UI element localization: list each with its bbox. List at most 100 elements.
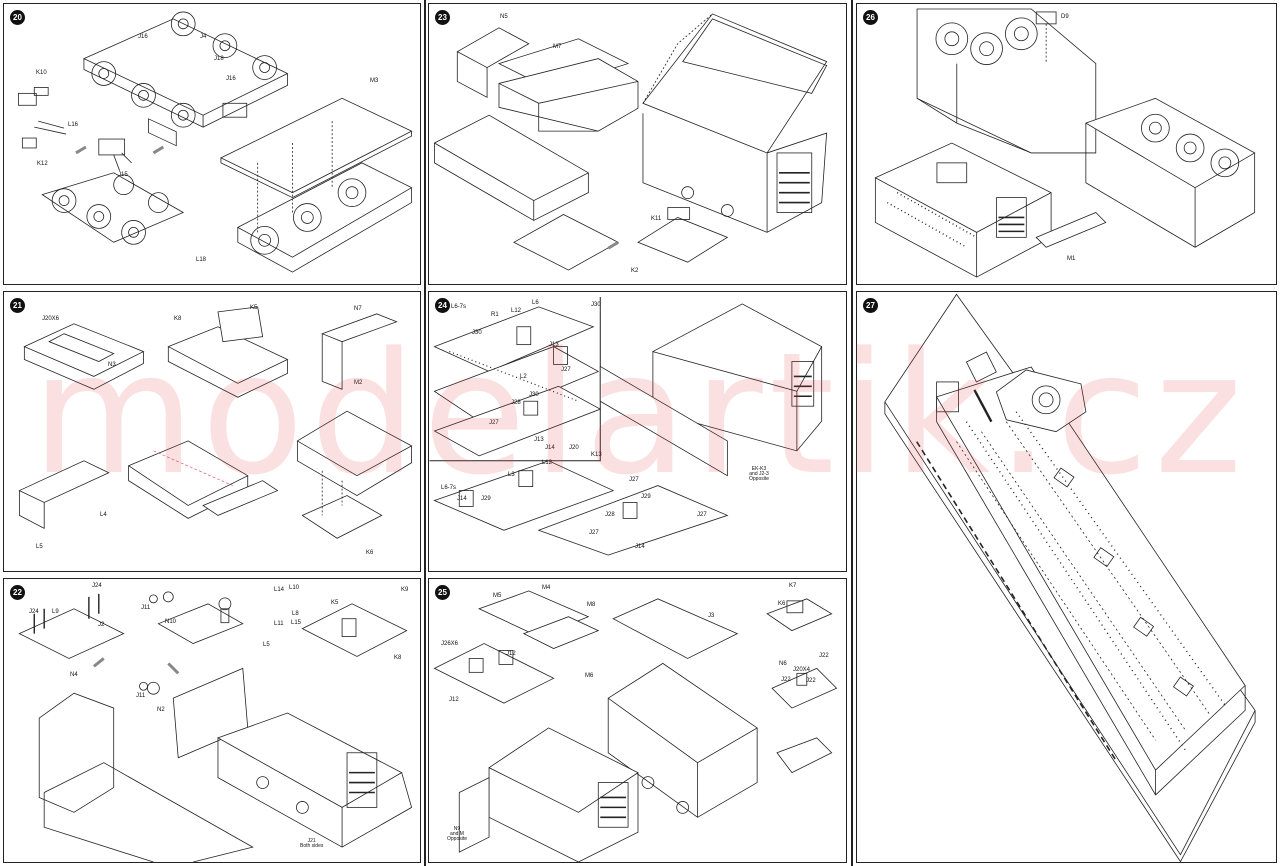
part-label: K13 bbox=[591, 452, 602, 458]
assembly-drawing bbox=[17, 11, 413, 273]
part-label: M6 bbox=[585, 673, 594, 679]
part-label: M1 bbox=[1067, 256, 1076, 262]
part-label: L12 bbox=[542, 460, 553, 466]
part-label: L5 bbox=[36, 544, 43, 550]
part-label: M2 bbox=[354, 380, 363, 386]
part-label: J30 bbox=[591, 302, 601, 308]
column-divider-left bbox=[424, 0, 426, 866]
part-label: J2 bbox=[98, 622, 105, 628]
assembly-callout: N9 and M Opposite bbox=[447, 826, 468, 842]
part-label: J4 bbox=[200, 34, 207, 40]
part-label: L10 bbox=[289, 585, 300, 591]
part-label: J30 bbox=[529, 392, 539, 398]
part-label: J14 bbox=[635, 544, 645, 550]
part-label: J11 bbox=[136, 693, 146, 699]
part-label: J14 bbox=[457, 496, 467, 502]
part-label: L15 bbox=[291, 620, 302, 626]
part-label: K6 bbox=[778, 601, 786, 607]
part-label: J3 bbox=[708, 613, 715, 619]
step-number-badge: 22 bbox=[10, 585, 25, 600]
part-label: K5 bbox=[331, 600, 339, 606]
part-label: L16 bbox=[68, 122, 79, 128]
part-label: N10 bbox=[165, 619, 177, 625]
part-label: K9 bbox=[401, 587, 409, 593]
step-number-badge: 25 bbox=[435, 585, 450, 600]
assembly-callout: J21 Both sides bbox=[300, 838, 324, 849]
part-label: K2 bbox=[631, 268, 639, 274]
part-label: J26X6 bbox=[441, 641, 459, 647]
part-label: M4 bbox=[542, 585, 551, 591]
part-label: K11 bbox=[651, 216, 662, 222]
part-label: J30 bbox=[472, 330, 482, 336]
part-label: J16 bbox=[138, 34, 148, 40]
part-label: J16 bbox=[226, 76, 236, 82]
part-label: J27 bbox=[589, 530, 599, 536]
part-label: K10 bbox=[36, 70, 47, 76]
part-label: D9 bbox=[1061, 14, 1069, 20]
part-label: J18 bbox=[214, 56, 224, 62]
step-panel-21: 21 J20X6 K8 K5 N7 N3 M2 L4 L5 K6 bbox=[3, 291, 421, 572]
assembly-drawing bbox=[18, 591, 413, 862]
part-label: N2 bbox=[157, 707, 165, 713]
part-label: J27 bbox=[489, 420, 499, 426]
part-label: K7 bbox=[789, 583, 797, 589]
part-label: J13 bbox=[534, 437, 544, 443]
assembly-drawing bbox=[884, 293, 1256, 862]
part-label: K8 bbox=[174, 316, 182, 322]
part-label: J27 bbox=[697, 512, 707, 518]
step-number-badge: 21 bbox=[10, 298, 25, 313]
part-label: N3 bbox=[108, 362, 116, 368]
step-panel-22: 22 J24 J24 L9 J2 N4 J11 N10 L14 L10 L11 … bbox=[3, 578, 421, 863]
part-label: L3 bbox=[508, 472, 515, 478]
assembly-drawing bbox=[874, 8, 1256, 278]
assembly-drawing bbox=[429, 296, 823, 556]
part-label: K6 bbox=[366, 550, 374, 556]
part-label: J28 bbox=[605, 512, 615, 518]
part-label: J24 bbox=[29, 609, 39, 615]
column-divider-right bbox=[851, 0, 853, 866]
part-label: J27 bbox=[629, 477, 639, 483]
step-panel-25: 25 M5 M4 M8 J26X6 J12 J12 M6 J3 K7 K6 N6… bbox=[428, 578, 847, 863]
part-label: N4 bbox=[70, 672, 78, 678]
part-label: J22 bbox=[806, 678, 816, 684]
part-label: M5 bbox=[493, 593, 502, 599]
part-label: J22 bbox=[819, 653, 829, 659]
part-label: J20X4 bbox=[793, 667, 811, 673]
assembly-drawing bbox=[433, 590, 838, 862]
part-label: M7 bbox=[553, 44, 562, 50]
part-label: J29 bbox=[641, 494, 651, 500]
step-panel-24: 24 L6-7s R1 L12 L6 J30 J30 J13 L2 J27 J2… bbox=[428, 291, 847, 572]
part-label: L9 bbox=[52, 609, 59, 615]
part-label: R1 bbox=[491, 312, 499, 318]
step-number-badge: 26 bbox=[863, 10, 878, 25]
part-label: L11 bbox=[274, 621, 284, 627]
part-label: N6 bbox=[779, 661, 787, 667]
part-label: M8 bbox=[587, 602, 596, 608]
part-label: J28 bbox=[511, 400, 521, 406]
part-label: N5 bbox=[500, 14, 508, 20]
part-label: K12 bbox=[37, 161, 48, 167]
part-label: L4 bbox=[100, 512, 107, 518]
part-label: J20 bbox=[569, 445, 579, 451]
part-label: N7 bbox=[354, 306, 362, 312]
part-label: L12 bbox=[511, 308, 522, 314]
part-label: J14 bbox=[545, 445, 555, 451]
step-number-badge: 23 bbox=[435, 10, 450, 25]
assembly-drawing bbox=[433, 13, 828, 271]
step-panel-20: 20 J16 J4 J18 bbox=[3, 3, 421, 285]
part-label: J24 bbox=[92, 583, 102, 589]
step-panel-27: 27 bbox=[856, 291, 1277, 863]
part-label: J27 bbox=[561, 367, 571, 373]
part-label: J15 bbox=[118, 172, 128, 178]
part-label: K8 bbox=[394, 655, 402, 661]
part-label: J12 bbox=[449, 697, 459, 703]
part-label: J22 bbox=[781, 677, 791, 683]
part-label: L6-7s bbox=[441, 485, 457, 491]
part-label: M3 bbox=[370, 78, 379, 84]
part-label: L5 bbox=[263, 642, 270, 648]
part-label: J12 bbox=[506, 651, 516, 657]
part-label: L6 bbox=[532, 300, 539, 306]
part-label: J13 bbox=[549, 342, 559, 348]
part-label: K5 bbox=[250, 305, 258, 311]
part-label: L2 bbox=[520, 374, 527, 380]
